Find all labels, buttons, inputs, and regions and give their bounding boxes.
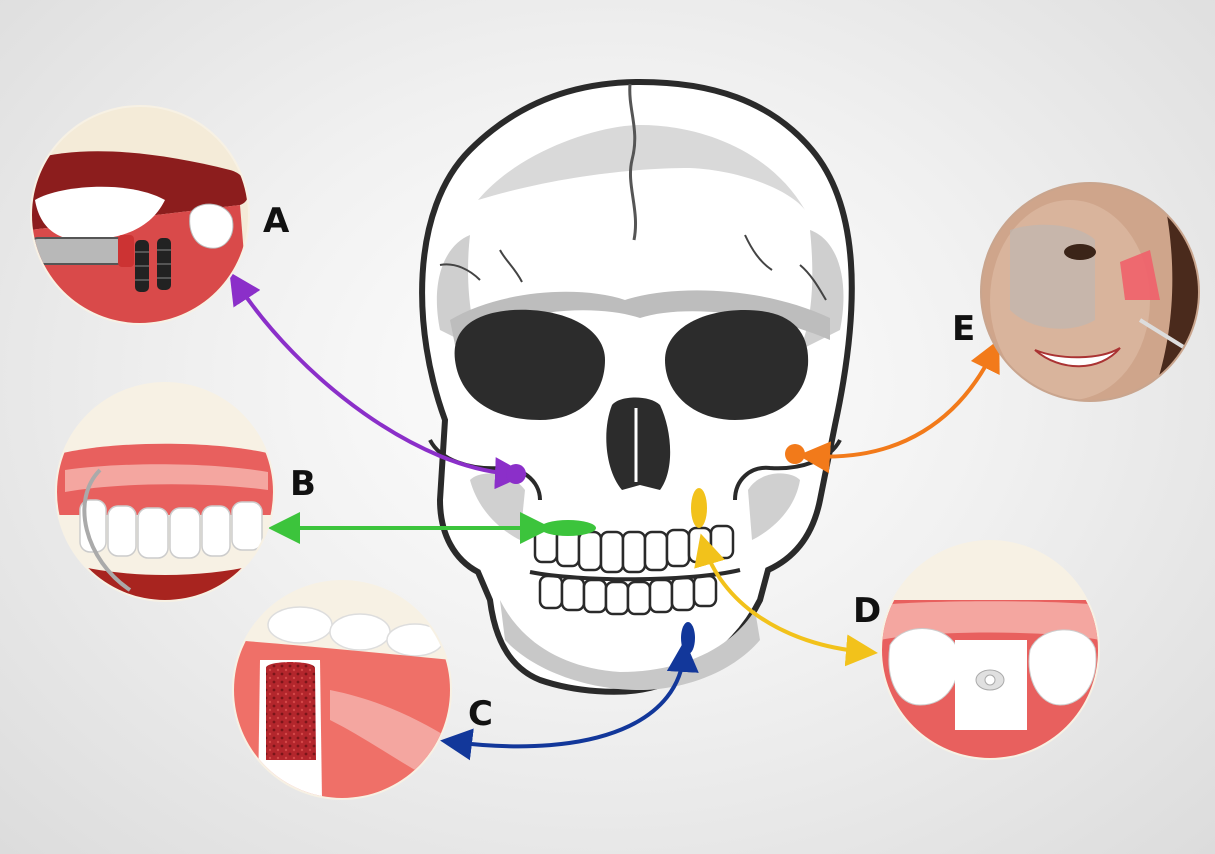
marker-b (540, 520, 596, 536)
skull-illustration (422, 82, 852, 692)
marker-d (691, 488, 707, 528)
label-a: A (263, 201, 290, 241)
label-c: C (468, 694, 493, 734)
marker-e (785, 444, 805, 464)
skull-nasal-cavity (606, 398, 670, 491)
dental-implant-inset (30, 105, 250, 330)
bone-graft-inset (232, 580, 452, 800)
skull-eye-right (665, 310, 808, 420)
tmj-face-inset (980, 182, 1200, 402)
marker-a (506, 464, 526, 484)
label-b: B (290, 464, 316, 504)
gum-disease-inset (55, 380, 275, 602)
label-d: D (853, 591, 881, 631)
tooth-extraction-inset (880, 540, 1100, 760)
marker-c (681, 622, 695, 654)
label-e: E (952, 309, 975, 349)
